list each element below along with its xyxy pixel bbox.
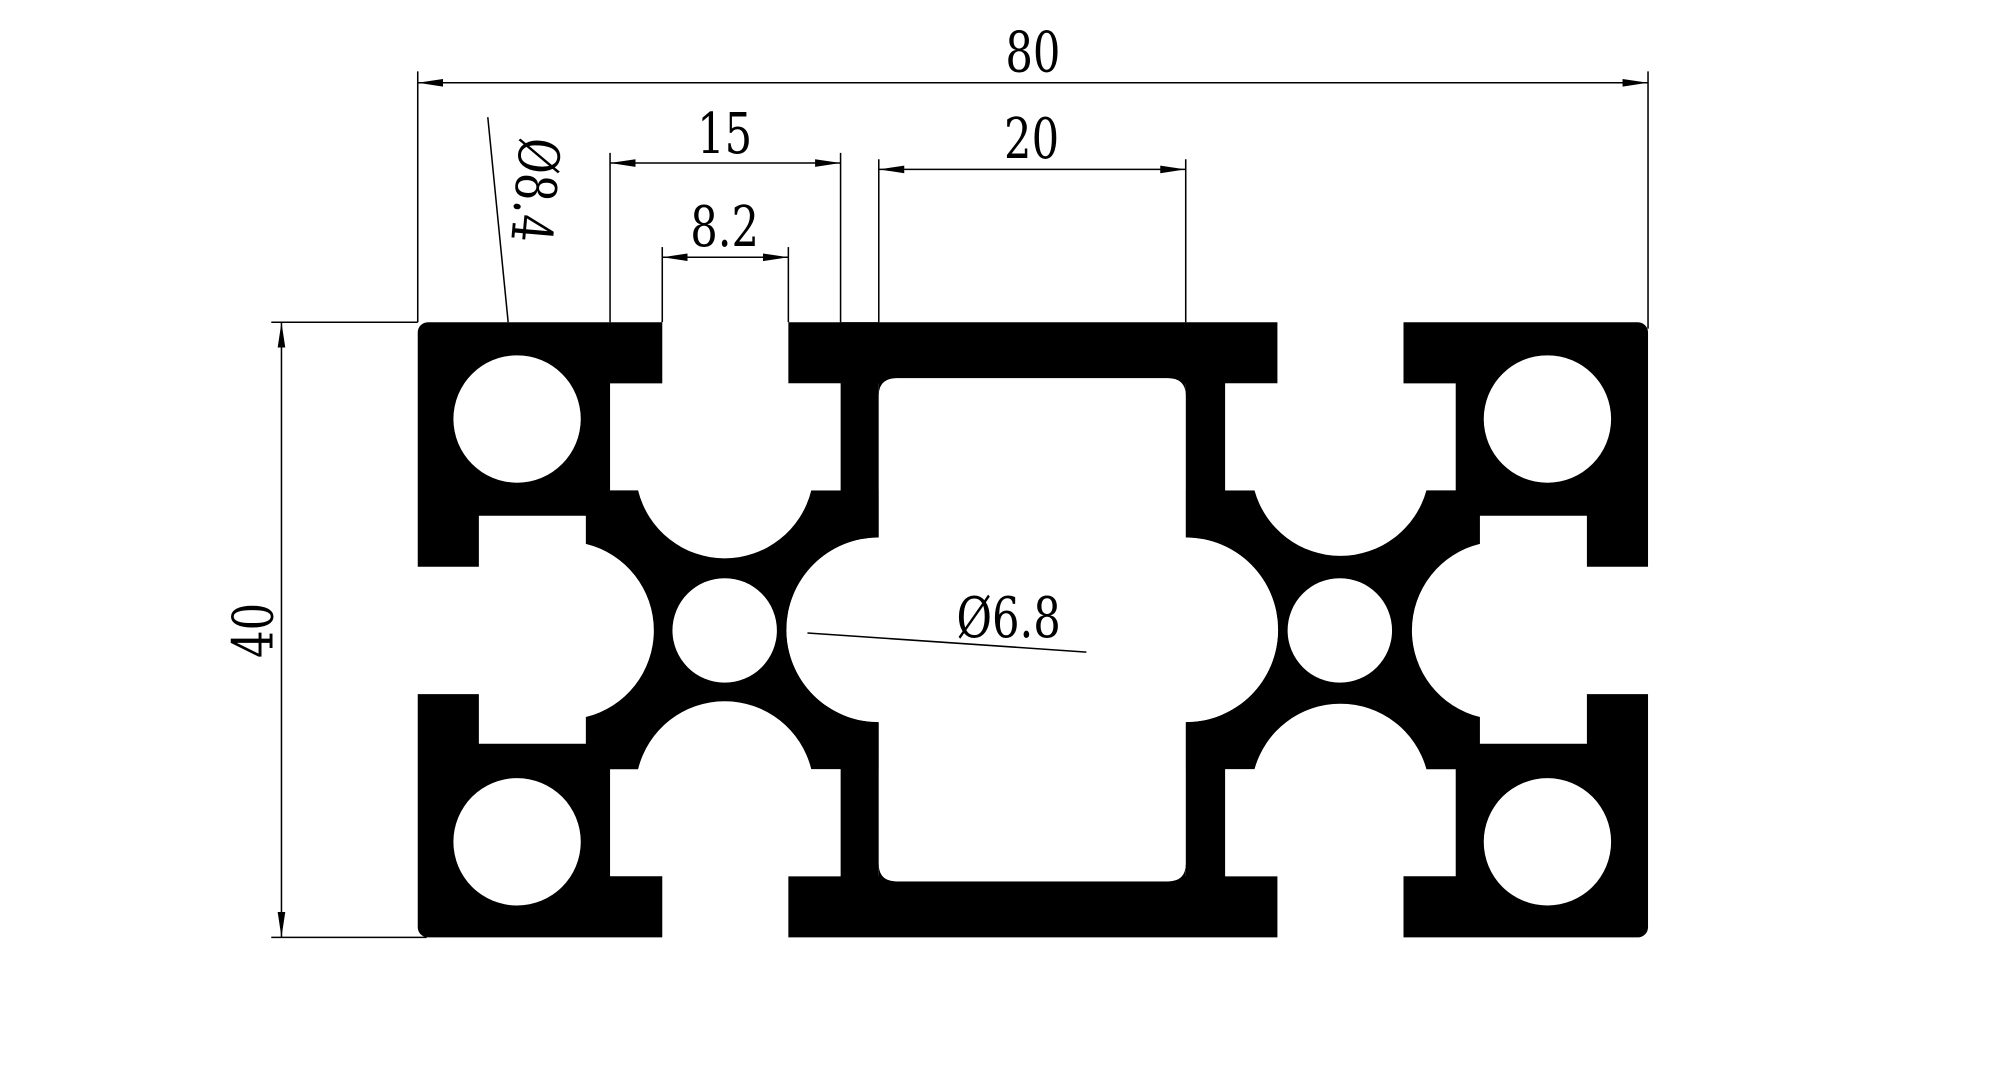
t-slot-bottom-left [610, 701, 841, 942]
label-slot-opening: 8.2 [690, 194, 759, 259]
label-overall-width: 80 [1005, 20, 1060, 85]
corner-hole-bottom-left [453, 778, 581, 906]
extrusion-profile [413, 318, 1652, 942]
label-overall-height: 40 [221, 603, 286, 658]
corner-hole-top-right [1483, 355, 1612, 483]
t-slot-bottom-right [1225, 703, 1456, 942]
profile-holes [453, 355, 1612, 906]
profile-walls [840, 322, 1226, 882]
label-center-span: 20 [1004, 106, 1059, 171]
leader-6-8 [807, 632, 1087, 653]
label-center-hole: Ø6.8 [957, 585, 1061, 650]
t-slot-left [413, 515, 654, 744]
leader-8-4 [487, 117, 509, 323]
dimension-lines [271, 71, 1649, 939]
center-hole-left [672, 578, 777, 683]
label-slot-pitch: 15 [697, 101, 752, 166]
label-corner-hole: Ø8.4 [498, 135, 572, 245]
t-slot-top-left [610, 318, 841, 559]
dimension-labels: 80 15 8.2 20 Ø6.8 40 Ø8.4 [221, 20, 1061, 658]
t-slot-top-right [1225, 318, 1456, 556]
corner-hole-top-left [453, 355, 581, 483]
center-hole-right [1287, 578, 1393, 683]
corner-hole-bottom-right [1483, 778, 1612, 906]
t-slot-right [1411, 515, 1652, 744]
